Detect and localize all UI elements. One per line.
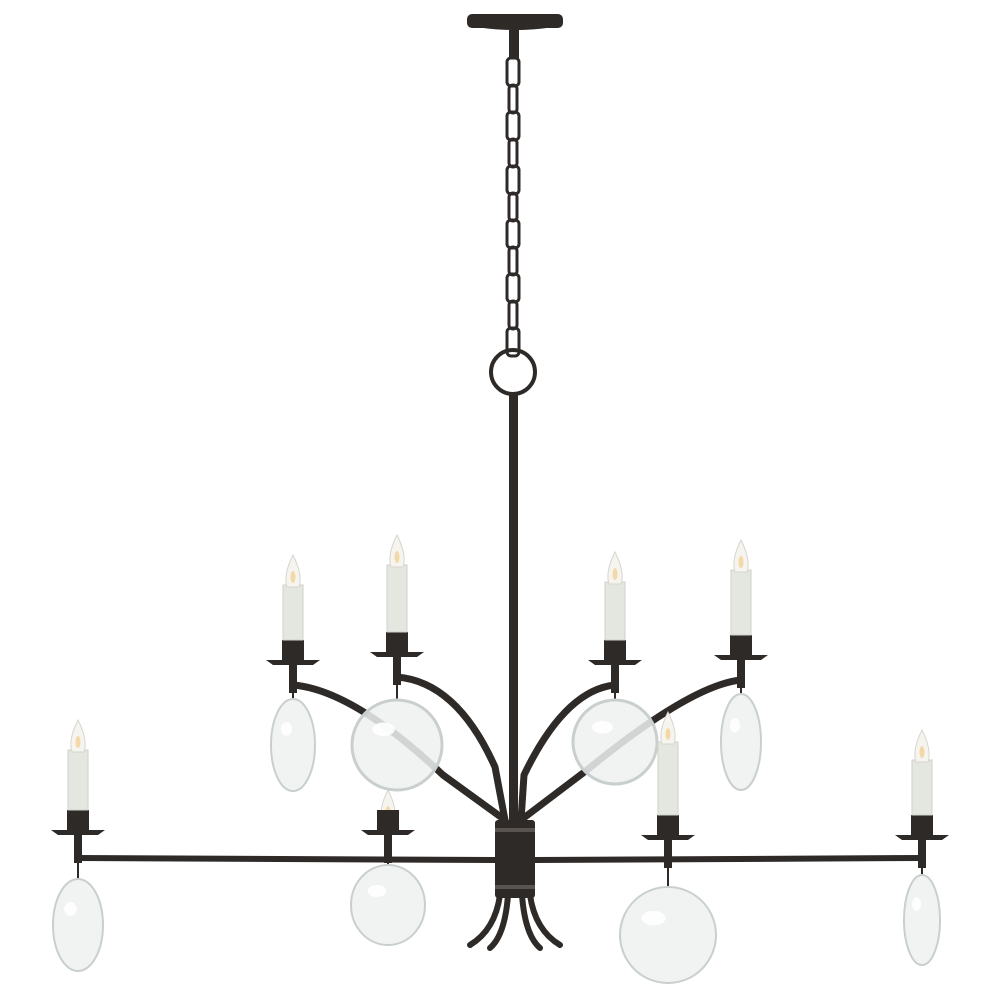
- candle-cup: [67, 810, 89, 832]
- glass-highlight: [591, 721, 613, 734]
- candle-sleeve: [67, 749, 89, 811]
- glass-lens: [52, 878, 104, 972]
- bobeche: [370, 652, 424, 657]
- candle-sleeve: [730, 569, 752, 636]
- bulb-filament: [394, 551, 400, 563]
- chain-link: [505, 56, 521, 88]
- bulb-filament: [612, 568, 618, 580]
- chain-link: [505, 110, 521, 142]
- bobeche: [641, 835, 695, 840]
- glass-highlight: [64, 902, 77, 916]
- bulb-filament: [738, 556, 744, 568]
- canopy-stem: [509, 30, 519, 58]
- bulb-filament: [290, 571, 296, 583]
- hub-band: [495, 885, 535, 889]
- candle-stem: [74, 835, 82, 863]
- candle-stem: [918, 840, 926, 868]
- chandelier-frame: [51, 14, 949, 951]
- chain-link: [505, 218, 521, 250]
- glass-highlight: [280, 722, 292, 736]
- glass-lens: [270, 698, 316, 792]
- candle-stem: [384, 835, 392, 863]
- glass-highlight: [367, 885, 387, 897]
- bulb-filament: [919, 746, 925, 758]
- candle-stem: [393, 657, 401, 685]
- bobeche: [51, 830, 105, 835]
- chain-link: [507, 83, 519, 115]
- candle-sleeve: [911, 759, 933, 816]
- glass-lens: [903, 874, 941, 966]
- bobeche: [361, 830, 415, 835]
- glass-highlight: [912, 897, 922, 911]
- candle-stem: [737, 660, 745, 688]
- glass-disc: [350, 864, 426, 946]
- bobeche: [266, 660, 320, 665]
- chain-link: [505, 164, 521, 196]
- hub-feet: [467, 892, 563, 951]
- bobeche: [714, 655, 768, 660]
- chain-link: [507, 245, 519, 277]
- candle-cup: [657, 815, 679, 837]
- candle-sleeve: [386, 564, 408, 633]
- glass-highlight: [730, 718, 740, 733]
- candle-stem: [611, 665, 619, 693]
- candle-sleeve: [657, 741, 679, 816]
- chain-link: [507, 137, 519, 169]
- bulb-filament: [665, 728, 671, 740]
- canopy-plate: [467, 14, 563, 28]
- hub: [495, 820, 535, 898]
- candle-cup: [911, 815, 933, 837]
- chain-link: [505, 326, 521, 358]
- glass-highlight: [372, 722, 395, 736]
- candle-cup: [604, 640, 626, 662]
- chain-link: [507, 191, 519, 223]
- bulb-filament: [75, 736, 81, 748]
- candle-cup: [282, 640, 304, 662]
- bobeche: [588, 660, 642, 665]
- glass-highlight: [641, 911, 666, 926]
- candle-sleeve: [604, 581, 626, 641]
- lower-arm: [77, 855, 923, 863]
- candle-cup: [730, 635, 752, 657]
- chain-link: [507, 299, 519, 331]
- bobeche: [895, 835, 949, 840]
- candle-stem: [289, 665, 297, 693]
- center-rod: [509, 394, 518, 824]
- glass-globe: [571, 698, 659, 786]
- candle-cup: [377, 810, 399, 832]
- candle-stem: [664, 840, 672, 868]
- candle-cup: [386, 632, 408, 654]
- upper-arm: [517, 681, 619, 824]
- glass-lens: [720, 693, 762, 791]
- hub-band: [495, 828, 535, 832]
- glass-disc: [619, 886, 717, 984]
- chain-link: [505, 272, 521, 304]
- glass-globe: [350, 698, 444, 792]
- upper-arm: [393, 673, 509, 824]
- candle-sleeve: [282, 584, 304, 641]
